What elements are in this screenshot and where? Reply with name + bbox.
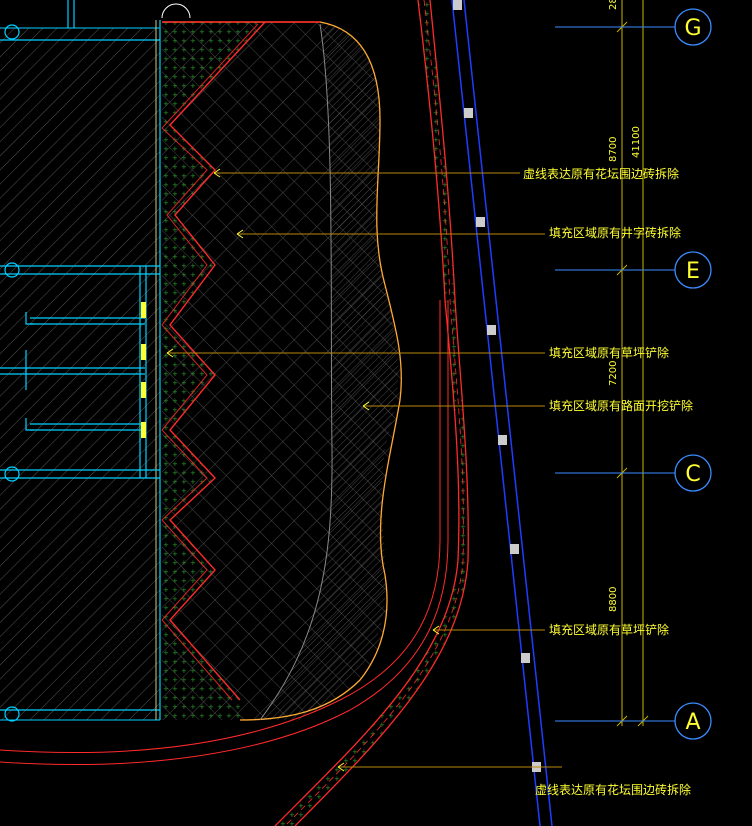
dimension-seg-3: 8800 [608, 587, 619, 612]
annotation-lawn-removal-1: 填充区域原有草坪铲除 [549, 345, 669, 360]
leader-lines [166, 168, 562, 772]
lawn-zigzag-area [161, 21, 320, 720]
annotation-cross-brick-removal: 填充区域原有井字砖拆除 [549, 225, 681, 240]
dimension-seg-1: 8700 [608, 137, 619, 162]
grid-axis-e: E [555, 251, 712, 289]
road [451, 0, 553, 826]
grid-label-e: E [686, 259, 700, 284]
grid-axis-g: G [555, 8, 712, 46]
grid-label-a: A [685, 710, 700, 735]
annotation-flower-bed-edge-top: 虚线表达原有花坛围边砖拆除 [523, 166, 679, 181]
grid-label-g: G [684, 16, 701, 41]
dimension-top-partial: 28 [608, 0, 619, 10]
annotation-pavement-excavation: 填充区域原有路面开挖铲除 [549, 398, 693, 413]
grid-axis-c: C [555, 454, 712, 492]
dimension-seg-2: 7200 [608, 361, 619, 386]
dimension-total: 41100 [631, 126, 642, 158]
annotation-lawn-removal-2: 填充区域原有草坪铲除 [549, 622, 669, 637]
grid-label-c: C [685, 462, 700, 487]
road-edge-flower-bed [0, 0, 469, 826]
annotation-flower-bed-edge-bottom: 虚线表达原有花坛围边砖拆除 [535, 782, 691, 797]
paving-demolition-area [162, 21, 402, 721]
grid-axis-a: A [555, 702, 712, 740]
existing-building [0, 0, 191, 722]
